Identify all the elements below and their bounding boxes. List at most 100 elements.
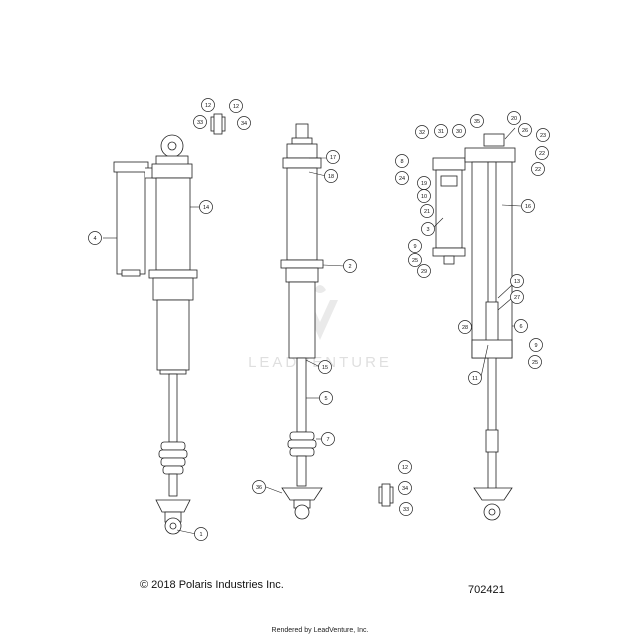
callout-circle bbox=[507, 111, 521, 125]
spring-collar-mid bbox=[280, 259, 324, 269]
callout-label: 32 bbox=[419, 130, 425, 136]
callout-label: 8 bbox=[400, 159, 403, 165]
callout-17: 17 bbox=[326, 150, 340, 164]
bottom-eye-bore bbox=[169, 522, 177, 530]
cut-reservoir-head bbox=[432, 157, 466, 171]
callout-12: 12 bbox=[398, 460, 412, 474]
callout-circle bbox=[417, 264, 431, 278]
top-head-mid bbox=[286, 143, 318, 159]
callout-circle bbox=[510, 274, 524, 288]
spring-collar bbox=[148, 269, 198, 279]
callout-label: 11 bbox=[472, 376, 478, 382]
shaft-lower bbox=[168, 473, 178, 497]
lower-tube bbox=[156, 299, 190, 371]
callout-6: 6 bbox=[514, 319, 528, 333]
callout-label: 34 bbox=[241, 121, 247, 127]
callout-circle bbox=[193, 115, 207, 129]
watermark: LEADVENTURE bbox=[248, 285, 389, 371]
callout-circle bbox=[415, 125, 429, 139]
bumper-3 bbox=[160, 457, 186, 467]
callout-circle bbox=[531, 162, 545, 176]
callout-33: 33 bbox=[399, 502, 413, 516]
callout-circle bbox=[535, 146, 549, 160]
callout-circle bbox=[194, 527, 208, 541]
cut-head bbox=[464, 147, 516, 163]
shaft-mid-lower bbox=[296, 455, 307, 487]
callout-3: 3 bbox=[421, 222, 435, 236]
callout-label: 22 bbox=[539, 151, 545, 157]
callout-29: 29 bbox=[417, 264, 431, 278]
callout-label: 2 bbox=[348, 264, 351, 270]
callout-24: 24 bbox=[395, 171, 409, 185]
callout-circle bbox=[324, 169, 338, 183]
shock-body-mid bbox=[286, 167, 318, 261]
callout-label: 30 bbox=[456, 129, 462, 135]
bottom-cup-mid bbox=[281, 487, 323, 501]
bumper-2 bbox=[158, 449, 188, 459]
top-collar-mid bbox=[282, 157, 322, 169]
callout-21: 21 bbox=[420, 204, 434, 218]
callout-31: 31 bbox=[434, 124, 448, 138]
callout-circle bbox=[510, 290, 524, 304]
top-head bbox=[151, 163, 193, 179]
callout-18: 18 bbox=[324, 169, 338, 183]
callout-label: 24 bbox=[399, 176, 405, 182]
callout-26: 26 bbox=[518, 123, 532, 137]
callout-32: 32 bbox=[415, 125, 429, 139]
callout-23: 23 bbox=[536, 128, 550, 142]
callout-label: 4 bbox=[93, 236, 96, 242]
callout-34: 34 bbox=[237, 116, 251, 130]
callout-label: 25 bbox=[532, 360, 538, 366]
callout-label: 33 bbox=[403, 507, 409, 513]
callout-label: 15 bbox=[322, 365, 328, 371]
callout-16: 16 bbox=[521, 199, 535, 213]
callout-label: 6 bbox=[519, 324, 522, 330]
callout-circle bbox=[326, 150, 340, 164]
callout-label: 20 bbox=[511, 116, 517, 122]
callout-label: 17 bbox=[330, 155, 336, 161]
callout-33: 33 bbox=[193, 115, 207, 129]
top-nut bbox=[291, 137, 313, 145]
callout-circle bbox=[398, 481, 412, 495]
callout-circle bbox=[252, 480, 266, 494]
callout-4: 4 bbox=[88, 231, 102, 245]
callout-circle bbox=[321, 432, 335, 446]
callout-label: 18 bbox=[328, 174, 334, 180]
cut-reservoir-valve bbox=[443, 255, 455, 265]
callout-5: 5 bbox=[319, 391, 333, 405]
top-eye-bore bbox=[167, 141, 177, 151]
callout-1: 1 bbox=[194, 527, 208, 541]
callout-label: 3 bbox=[426, 227, 429, 233]
cut-bumper bbox=[485, 429, 499, 453]
callout-label: 34 bbox=[402, 486, 408, 492]
callout-27: 27 bbox=[510, 290, 524, 304]
callout-label: 16 bbox=[525, 204, 531, 210]
callout-label: 27 bbox=[514, 295, 520, 301]
callout-circle bbox=[395, 171, 409, 185]
shaft bbox=[168, 373, 178, 443]
cut-bottom-eye-bore bbox=[488, 508, 496, 516]
callout-22: 22 bbox=[531, 162, 545, 176]
callout-12: 12 bbox=[229, 99, 243, 113]
lower-tube-mid bbox=[288, 281, 316, 359]
callout-label: 13 bbox=[514, 279, 520, 285]
callout-circle bbox=[199, 200, 213, 214]
shock-cutaway bbox=[432, 133, 516, 521]
callout-34: 34 bbox=[398, 481, 412, 495]
rendered-by-text: Rendered by LeadVenture, Inc. bbox=[271, 627, 369, 634]
callout-label: 23 bbox=[540, 133, 546, 139]
callout-circle bbox=[399, 502, 413, 516]
callout-label: 33 bbox=[197, 120, 203, 126]
callout-10: 10 bbox=[417, 189, 431, 203]
callout-7: 7 bbox=[321, 432, 335, 446]
callout-12: 12 bbox=[201, 98, 215, 112]
bushing-sleeve-bottom bbox=[381, 483, 391, 507]
callout-circle bbox=[528, 355, 542, 369]
callout-circle bbox=[470, 114, 484, 128]
reservoir-cap bbox=[113, 161, 149, 173]
bottom-cup bbox=[155, 499, 191, 513]
bumper-4 bbox=[162, 465, 184, 475]
cut-reservoir-piston bbox=[440, 175, 458, 187]
callout-circle bbox=[229, 99, 243, 113]
